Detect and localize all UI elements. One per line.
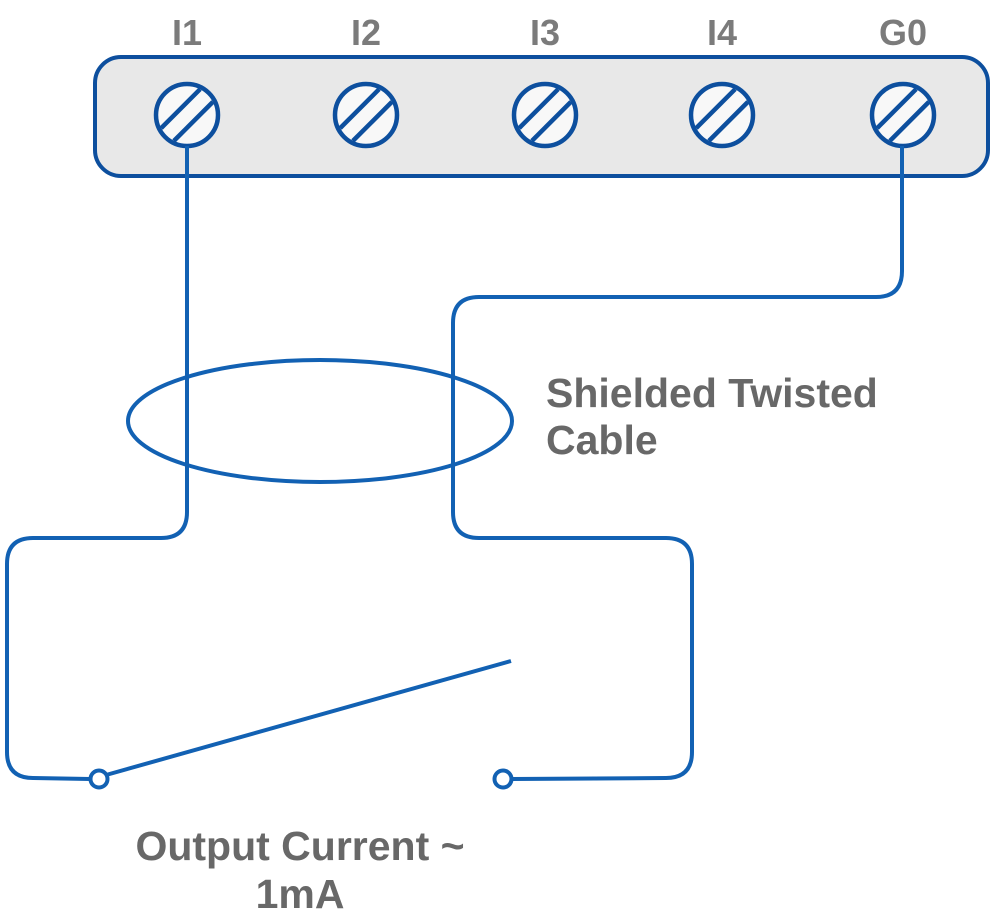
screw-slot-line xyxy=(172,100,215,143)
screw-terminal-icon-g0 xyxy=(869,81,937,149)
wire-ground-g0 xyxy=(451,146,904,781)
terminal-i3: I3 xyxy=(511,12,579,149)
cable-label-line2: Cable xyxy=(546,417,658,463)
output-current-label-line1: Output Current ~ xyxy=(135,823,465,869)
terminal-i1: I1 xyxy=(153,12,221,149)
cable-label: Shielded Twisted Cable xyxy=(546,370,878,464)
terminal-label-g0: G0 xyxy=(879,12,927,53)
switch-contact-right xyxy=(492,768,514,790)
terminal-label-i2: I2 xyxy=(351,12,381,53)
screw-slot-line xyxy=(517,87,560,130)
screw-slot-line xyxy=(159,87,202,130)
screw-slot-line xyxy=(530,100,573,143)
terminal-i4: I4 xyxy=(688,12,756,149)
output-current-label-line2: 1mA xyxy=(255,871,345,917)
screw-slot-line xyxy=(694,87,737,130)
screw-slot-line xyxy=(875,87,918,130)
screw-terminal-icon-i2 xyxy=(332,81,400,149)
screw-slot-line xyxy=(338,87,381,130)
output-current-label: Output Current ~ 1mA xyxy=(85,822,515,918)
terminal-label-i1: I1 xyxy=(172,12,202,53)
screw-slot-line xyxy=(707,100,750,143)
twisted-cable-loop-icon xyxy=(126,358,514,484)
screw-slot-line xyxy=(351,100,394,143)
terminal-label-i4: I4 xyxy=(707,12,737,53)
terminal-i2: I2 xyxy=(332,12,400,149)
screw-terminal-icon-i4 xyxy=(688,81,756,149)
terminal-label-i3: I3 xyxy=(530,12,560,53)
wire-input-i1 xyxy=(5,146,189,781)
switch-lever xyxy=(105,659,512,777)
cable-label-line1: Shielded Twisted xyxy=(546,370,878,416)
screw-terminal-icon-i3 xyxy=(511,81,579,149)
screw-terminal-icon-i1 xyxy=(153,81,221,149)
screw-slot-line xyxy=(888,100,931,143)
switch-contact-left xyxy=(88,768,110,790)
